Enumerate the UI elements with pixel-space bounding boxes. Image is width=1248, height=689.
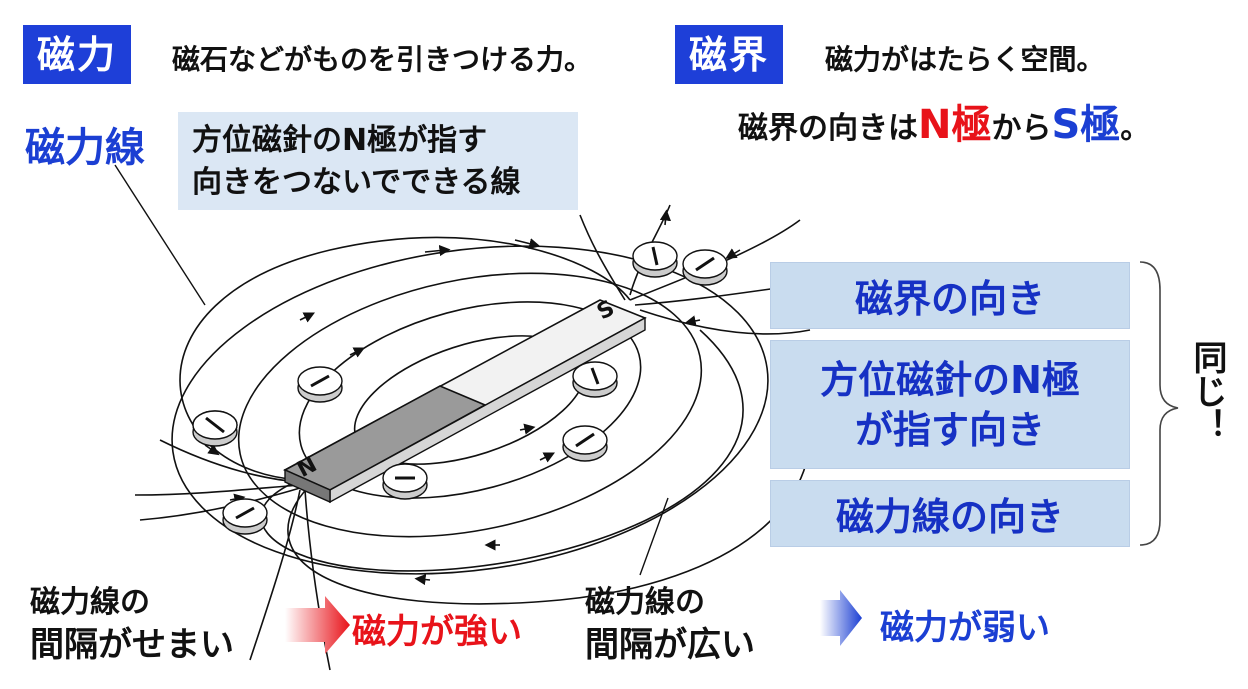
wide-line1: 磁力線の bbox=[585, 585, 705, 620]
strong-force-label: 磁力が強い bbox=[352, 612, 522, 652]
compasses bbox=[192, 241, 728, 535]
compass-1 bbox=[192, 410, 238, 447]
direction-s-pole: S極 bbox=[1051, 102, 1121, 148]
box-compass-line2: が指す向き bbox=[854, 407, 1045, 452]
narrow-line1: 磁力線の bbox=[30, 585, 150, 620]
box-field-line-direction: 磁力線の向き bbox=[770, 480, 1130, 547]
direction-mid: から bbox=[991, 111, 1052, 146]
field-line-desc-line2: 向きをつないでできる線 bbox=[192, 165, 521, 200]
pointer-lines bbox=[114, 164, 669, 576]
field-line-desc-line1: 方位磁針のN極が指す bbox=[192, 123, 488, 158]
field-direction-note: 磁界の向きはN極からS極。 bbox=[738, 92, 1150, 150]
wide-line2: 間隔が広い bbox=[585, 625, 755, 665]
direction-n-pole: N極 bbox=[918, 102, 992, 148]
box-field-direction: 磁界の向き bbox=[770, 262, 1130, 329]
narrow-line2: 間隔がせまい bbox=[30, 625, 234, 665]
jiryoku-tag: 磁力 bbox=[23, 25, 132, 84]
wide-spacing-label: 磁力線の 間隔が広い bbox=[585, 582, 755, 666]
compass-8 bbox=[682, 249, 728, 286]
compass-3 bbox=[297, 366, 343, 403]
compass-4 bbox=[382, 463, 428, 500]
box-compass-line1: 方位磁針のN極 bbox=[820, 357, 1080, 402]
compass-6 bbox=[562, 425, 608, 462]
compass-2 bbox=[222, 498, 268, 535]
direction-prefix: 磁界の向きは bbox=[738, 111, 918, 146]
compass-5 bbox=[572, 361, 618, 398]
field-line-desc-box: 方位磁針のN極が指す 向きをつないでできる線 bbox=[178, 112, 578, 210]
red-gradient-arrow bbox=[285, 596, 350, 654]
weak-force-label: 磁力が弱い bbox=[880, 608, 1050, 648]
jikai-tag: 磁界 bbox=[675, 25, 784, 84]
field-line-term: 磁力線 bbox=[25, 125, 145, 171]
direction-suffix: 。 bbox=[1120, 111, 1151, 146]
field-arrows bbox=[204, 209, 741, 586]
narrow-spacing-label: 磁力線の 間隔がせまい bbox=[30, 582, 234, 666]
jikai-desc: 磁力がはたらく空間。 bbox=[825, 43, 1105, 76]
compass-7 bbox=[632, 241, 678, 278]
jiryoku-desc: 磁石などがものを引きつける力。 bbox=[172, 43, 593, 76]
same-label: 同じ！ bbox=[1187, 340, 1227, 442]
blue-gradient-arrow bbox=[820, 590, 862, 646]
box-compass-direction: 方位磁針のN極 が指す向き bbox=[770, 340, 1130, 469]
brace bbox=[1139, 261, 1179, 546]
bar-magnet bbox=[283, 299, 647, 504]
